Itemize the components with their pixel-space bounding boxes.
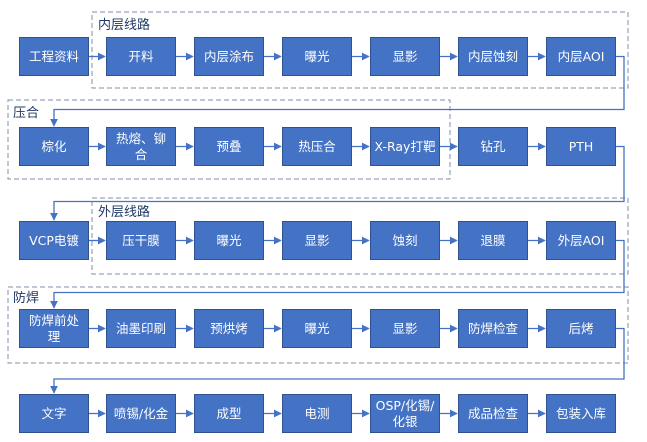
step-box: 成品检查	[458, 394, 528, 433]
step-box: 预烘烤	[194, 309, 264, 348]
group-label-lamination: 压合	[11, 106, 42, 122]
step-box: 外层AOI	[546, 221, 616, 260]
step-box: 防焊前处理	[19, 309, 89, 348]
flow-arrow	[50, 239, 625, 309]
step-box: 防焊检查	[458, 309, 528, 348]
step-box: 曝光	[282, 37, 352, 76]
step-box: 显影	[282, 221, 352, 260]
step-box: 工程资料	[19, 37, 89, 76]
flow-arrow	[50, 327, 625, 394]
step-box: 棕化	[19, 127, 89, 166]
step-box: 内层涂布	[194, 37, 264, 76]
group-frame-solder-mask	[7, 286, 629, 364]
group-frame-outer-layer	[91, 197, 629, 275]
step-box: PTH	[546, 127, 616, 166]
step-box: 热熔、铆合	[106, 127, 176, 166]
step-box: 曝光	[194, 221, 264, 260]
step-box: 后烤	[546, 309, 616, 348]
step-box: 退膜	[458, 221, 528, 260]
group-label-solder-mask: 防焊	[11, 291, 42, 307]
step-box: OSP/化锡/化银	[370, 394, 440, 433]
flow-arrow	[50, 145, 625, 221]
step-box: 包装入库	[546, 394, 616, 433]
step-box: 显影	[370, 37, 440, 76]
step-box: 钻孔	[458, 127, 528, 166]
step-box: X-Ray打靶	[370, 127, 440, 166]
step-box: VCP电镀	[19, 221, 89, 260]
step-box: 内层蚀刻	[458, 37, 528, 76]
step-box: 文字	[19, 394, 89, 433]
step-box: 热压合	[282, 127, 352, 166]
step-box: 预叠	[194, 127, 264, 166]
flow-arrow	[50, 55, 625, 127]
step-box: 曝光	[282, 309, 352, 348]
step-box: 喷锡/化金	[106, 394, 176, 433]
step-box: 电测	[282, 394, 352, 433]
group-label-inner-layer: 内层线路	[96, 18, 153, 34]
step-box: 蚀刻	[370, 221, 440, 260]
step-box: 压干膜	[106, 221, 176, 260]
group-frame-lamination	[7, 99, 451, 180]
group-frame-inner-layer	[91, 11, 629, 89]
step-box: 开料	[106, 37, 176, 76]
flow-arrows	[50, 52, 625, 418]
step-box: 油墨印刷	[106, 309, 176, 348]
step-box: 成型	[194, 394, 264, 433]
step-box: 内层AOI	[546, 37, 616, 76]
group-label-outer-layer: 外层线路	[96, 205, 153, 221]
step-box: 显影	[370, 309, 440, 348]
